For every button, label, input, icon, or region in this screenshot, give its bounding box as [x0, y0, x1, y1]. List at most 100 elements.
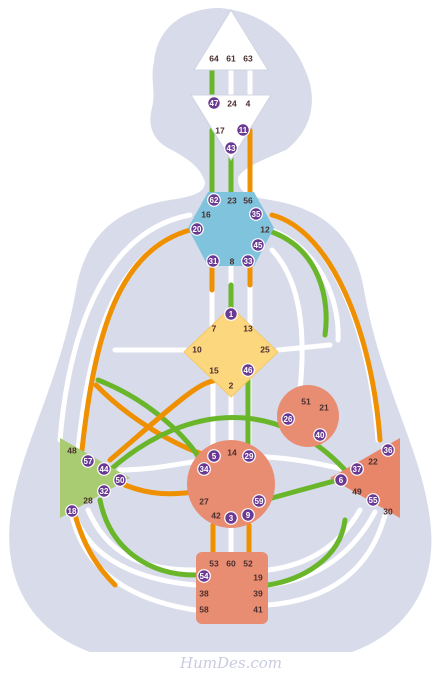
gate-number: 20 — [193, 225, 202, 234]
gate-2: 2 — [229, 381, 234, 391]
gate-number: 15 — [209, 366, 219, 376]
active-gate-marker — [97, 484, 111, 498]
gate-38: 38 — [199, 589, 209, 599]
gate-number: 4 — [246, 99, 251, 109]
gate-number: 44 — [100, 465, 109, 474]
gate-number: 42 — [211, 511, 221, 521]
gate-11-active: 11 — [236, 123, 250, 137]
gate-60: 60 — [226, 559, 236, 569]
gate-number: 22 — [368, 457, 378, 467]
gate-number: 12 — [260, 225, 270, 235]
gate-45-active: 45 — [251, 238, 265, 252]
gate-20-active: 20 — [190, 222, 204, 236]
gate-16: 16 — [201, 210, 211, 220]
active-gate-marker — [251, 238, 265, 252]
watermark-text: HumDes.com — [179, 654, 282, 672]
active-gate-marker — [366, 493, 380, 507]
gate-14: 14 — [227, 448, 237, 458]
gate-number: 59 — [255, 497, 264, 506]
active-gate-marker — [334, 473, 348, 487]
gate-number: 61 — [226, 54, 236, 64]
gate-3-active: 3 — [224, 511, 238, 525]
gate-number: 27 — [199, 497, 209, 507]
gate-58: 58 — [199, 605, 209, 615]
gate-22: 22 — [368, 457, 378, 467]
gate-number: 24 — [227, 99, 237, 109]
gate-number: 63 — [243, 54, 253, 64]
active-gate-marker — [97, 462, 111, 476]
gate-number: 46 — [244, 366, 253, 375]
active-gate-marker — [207, 96, 221, 110]
gate-32-active: 32 — [97, 484, 111, 498]
gate-number: 39 — [253, 589, 263, 599]
active-gate-marker — [65, 504, 79, 518]
active-gate-marker — [190, 222, 204, 236]
gate-number: 62 — [210, 196, 219, 205]
gate-number: 7 — [212, 324, 217, 334]
active-gate-marker — [197, 462, 211, 476]
gate-10: 10 — [192, 345, 202, 355]
gate-number: 37 — [353, 465, 362, 474]
center-spleen — [60, 438, 130, 518]
active-gate-marker — [241, 508, 255, 522]
gate-52: 52 — [243, 559, 253, 569]
gate-number: 19 — [253, 573, 263, 583]
gate-number: 53 — [209, 559, 219, 569]
gate-25: 25 — [260, 345, 270, 355]
gate-18-active: 18 — [65, 504, 79, 518]
gate-number: 31 — [209, 257, 218, 266]
gate-number: 52 — [243, 559, 253, 569]
gate-55-active: 55 — [366, 493, 380, 507]
gate-64: 64 — [209, 54, 219, 64]
gate-19: 19 — [253, 573, 263, 583]
gate-number: 64 — [209, 54, 219, 64]
gate-number: 26 — [284, 415, 293, 424]
active-gate-marker — [381, 443, 395, 457]
gate-29-active: 29 — [242, 449, 256, 463]
gate-7: 7 — [212, 324, 217, 334]
gate-number: 50 — [116, 476, 125, 485]
gate-46-active: 46 — [241, 363, 255, 377]
center-root — [196, 552, 268, 624]
gate-41: 41 — [253, 605, 263, 615]
gate-number: 5 — [212, 452, 217, 461]
gate-number: 23 — [227, 196, 237, 206]
active-gate-marker — [224, 511, 238, 525]
gate-number: 17 — [215, 126, 225, 136]
active-gate-marker — [249, 207, 263, 221]
active-gate-marker — [224, 141, 238, 155]
gate-17: 17 — [215, 126, 225, 136]
gate-number: 34 — [200, 465, 209, 474]
gate-40-active: 40 — [313, 428, 327, 442]
gate-number: 41 — [253, 605, 263, 615]
gate-35-active: 35 — [249, 207, 263, 221]
gate-23: 23 — [227, 196, 237, 206]
active-gate-marker — [197, 569, 211, 583]
gate-number: 56 — [243, 196, 253, 206]
active-gate-marker — [242, 449, 256, 463]
gate-number: 33 — [244, 257, 253, 266]
gate-63: 63 — [243, 54, 253, 64]
gate-49: 49 — [352, 487, 362, 497]
gate-27: 27 — [199, 497, 209, 507]
gate-21: 21 — [319, 403, 329, 413]
gate-12: 12 — [260, 225, 270, 235]
gate-5-active: 5 — [207, 449, 221, 463]
active-gate-marker — [281, 412, 295, 426]
gate-number: 58 — [199, 605, 209, 615]
gate-47-active: 47 — [207, 96, 221, 110]
gate-number: 49 — [352, 487, 362, 497]
gate-54-active: 54 — [197, 569, 211, 583]
gate-37-active: 37 — [350, 462, 364, 476]
gate-53: 53 — [209, 559, 219, 569]
gate-number: 40 — [316, 431, 325, 440]
center-sacral — [187, 440, 275, 528]
gate-number: 45 — [254, 241, 263, 250]
active-gate-marker — [224, 307, 238, 321]
center-ajna — [190, 94, 272, 161]
active-gate-marker — [207, 449, 221, 463]
gate-number: 6 — [339, 476, 344, 485]
gate-50-active: 50 — [113, 473, 127, 487]
gate-28: 28 — [83, 496, 93, 506]
gate-number: 28 — [83, 496, 93, 506]
